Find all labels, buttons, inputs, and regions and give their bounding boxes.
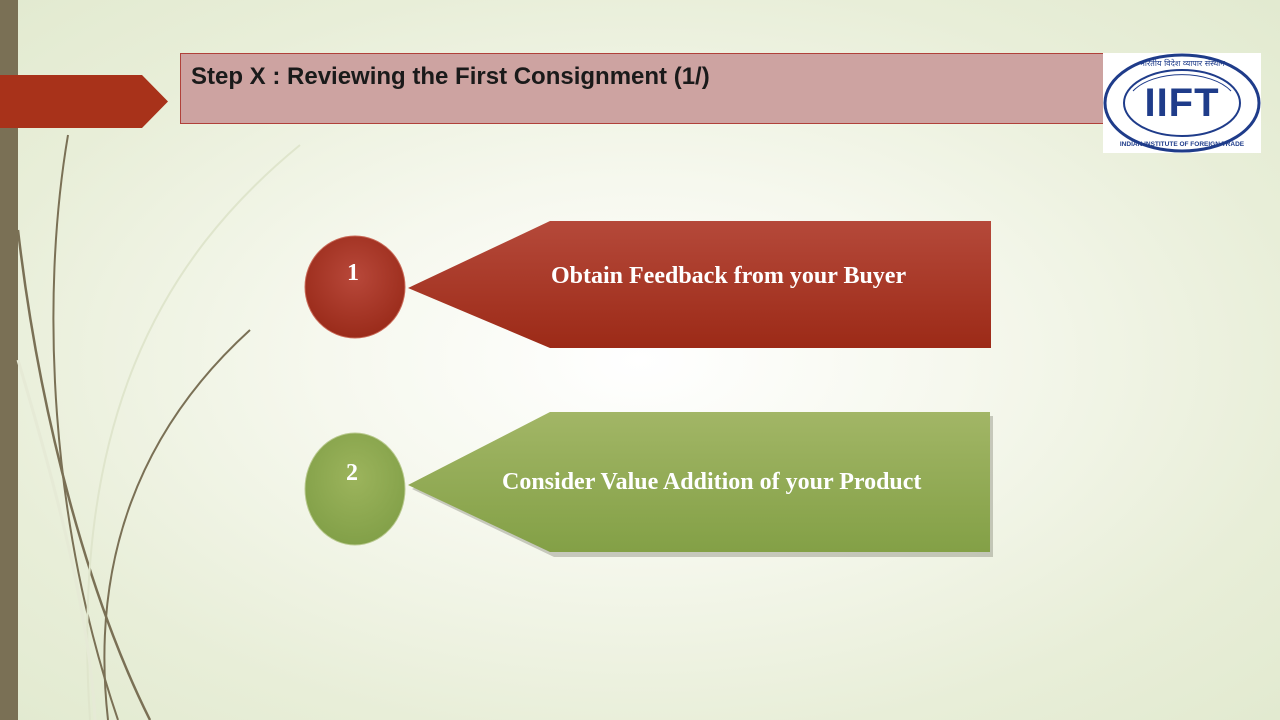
step-1-label: Obtain Feedback from your Buyer [551, 263, 907, 289]
step-2-number: 2 [346, 460, 358, 486]
title-arrow-tab [0, 75, 168, 128]
step-1: 1 Obtain Feedback from your Buyer [300, 215, 1000, 355]
step-2-shapes [304, 412, 993, 557]
svg-text:IIFT: IIFT [1144, 81, 1219, 125]
left-sidebar-stripe [0, 0, 18, 720]
step-2: 2 Consider Value Addition of your Produc… [300, 405, 1000, 557]
title-banner: Step X : Reviewing the First Consignment… [180, 53, 1104, 124]
step-1-shapes [304, 221, 991, 348]
step-1-number: 1 [347, 260, 359, 286]
iift-seal-icon: IIFT भारतीय विदेश व्यापार संस्थान INDIAN… [1103, 53, 1261, 153]
slide-title: Step X : Reviewing the First Consignment… [191, 63, 710, 90]
svg-text:INDIAN INSTITUTE OF FOREIGN TR: INDIAN INSTITUTE OF FOREIGN TRADE [1120, 141, 1245, 148]
svg-text:भारतीय विदेश व्यापार संस्थान: भारतीय विदेश व्यापार संस्थान [1139, 58, 1225, 68]
step-2-label: Consider Value Addition of your Product [502, 469, 922, 495]
iift-logo: IIFT भारतीय विदेश व्यापार संस्थान INDIAN… [1103, 53, 1261, 153]
